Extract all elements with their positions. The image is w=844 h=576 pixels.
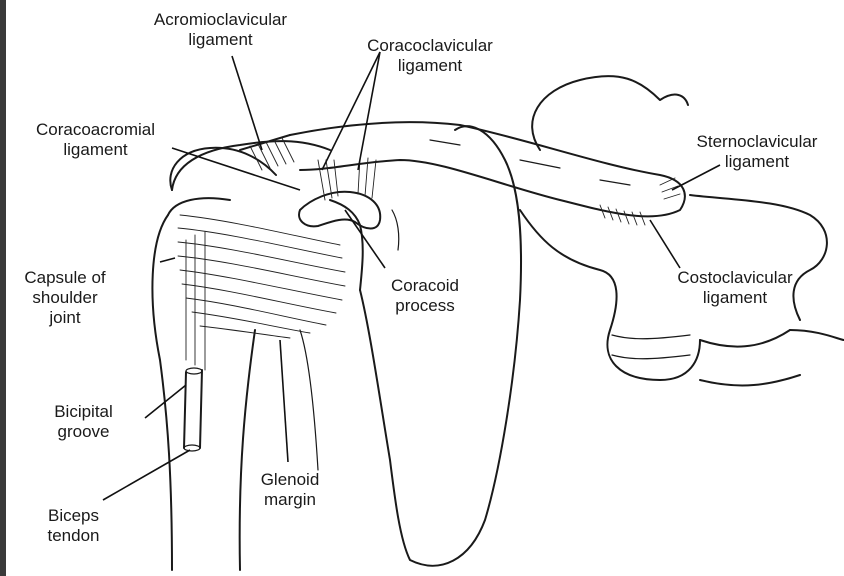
- label-sternoclavicular: Sternoclavicular ligament: [682, 132, 832, 172]
- acromion: [172, 135, 330, 190]
- label-costoclavicular: Costoclavicular ligament: [665, 268, 805, 308]
- biceps-tendon-shape: [184, 368, 202, 451]
- leader-biceps-tendon: [103, 450, 190, 500]
- leader-coracoid: [345, 210, 385, 268]
- sternum-and-rib: [520, 76, 844, 385]
- label-bicipital-groove: Bicipital groove: [36, 402, 131, 442]
- label-capsule: Capsule of shoulder joint: [20, 268, 110, 328]
- label-coracoid: Coracoid process: [380, 276, 470, 316]
- costoclavicular-fibers: [600, 178, 680, 225]
- label-acromioclavicular: Acromioclavicular ligament: [148, 10, 293, 50]
- leader-glenoid-margin: [280, 340, 288, 462]
- leader-costoclavicular: [650, 220, 680, 268]
- label-coracoclavicular: Coracoclavicular ligament: [360, 36, 500, 76]
- leader-acromioclavicular: [232, 56, 262, 150]
- capsule-fibers: [178, 215, 345, 370]
- label-coracoacromial: Coracoacromial ligament: [28, 120, 163, 160]
- coracoid-process: [299, 192, 380, 229]
- label-biceps-tendon: Biceps tendon: [36, 506, 111, 546]
- leader-capsule: [160, 258, 175, 262]
- label-glenoid-margin: Glenoid margin: [250, 470, 330, 510]
